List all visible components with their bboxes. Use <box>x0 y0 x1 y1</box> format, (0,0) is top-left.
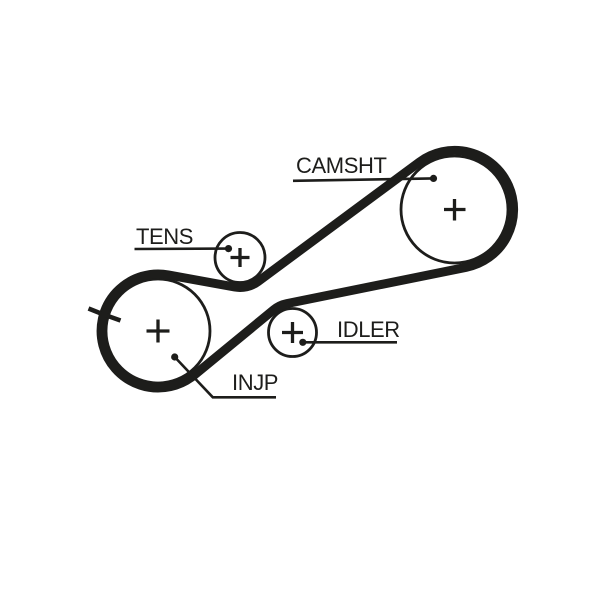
timing-mark-dashes <box>87 306 122 323</box>
injection-pump-leader-line <box>173 356 276 399</box>
injection-pump-center-cross <box>146 319 170 343</box>
camshaft-leader-dot <box>429 174 438 182</box>
idler-center-cross <box>282 322 303 343</box>
injection-pump-label: INJP <box>232 370 279 395</box>
idler-label: IDLER <box>337 317 400 342</box>
camshaft-center-cross <box>444 199 466 221</box>
injection-pump-leader-dot <box>171 353 179 361</box>
idler-leader-dot <box>299 338 307 346</box>
tensioner-leader-dot <box>224 245 233 253</box>
timing-belt <box>96 145 519 393</box>
tensioner-label: TENS <box>136 224 194 249</box>
camshaft-label: CAMSHT <box>296 153 387 178</box>
tensioner-center-cross <box>230 248 250 267</box>
camshaft-leader-line <box>292 177 434 183</box>
